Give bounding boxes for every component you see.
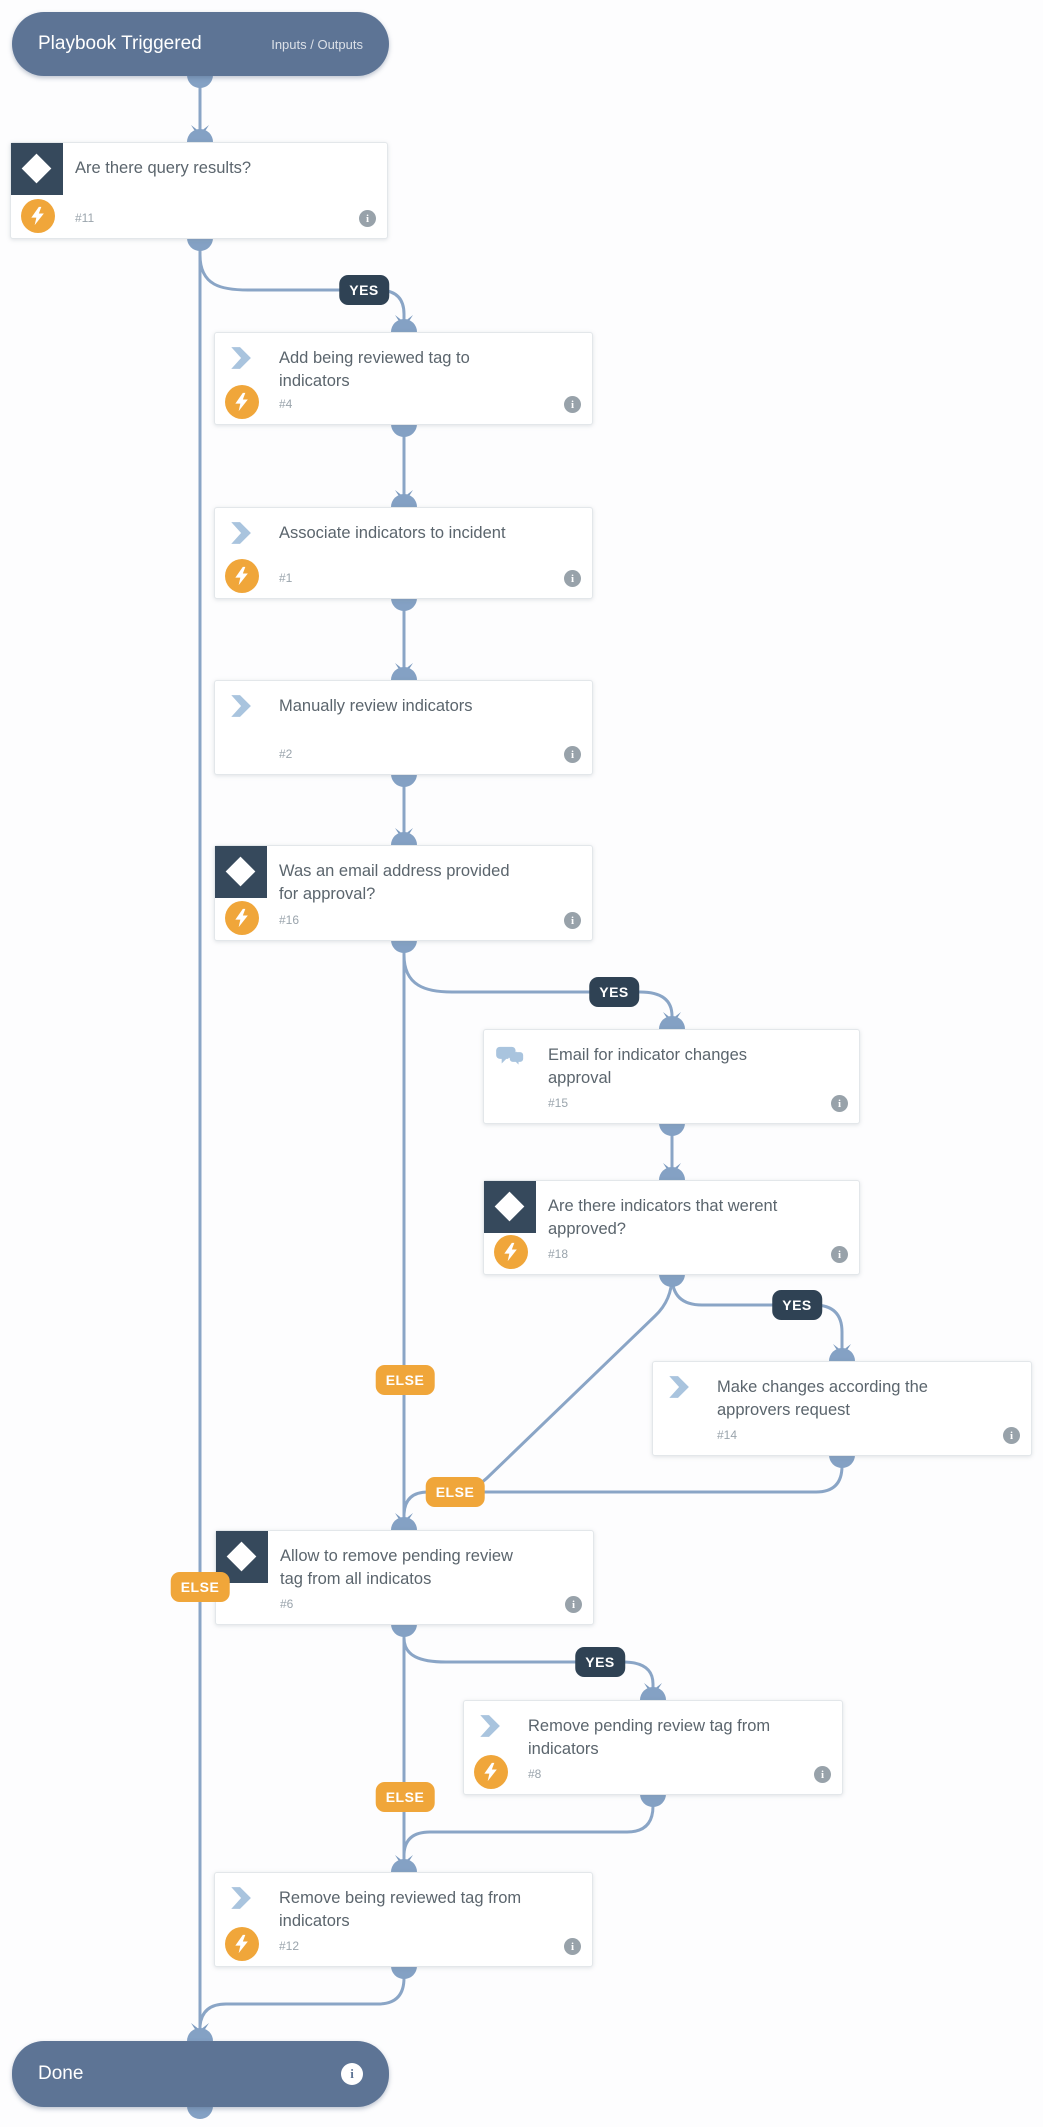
info-icon[interactable] [831,1246,848,1263]
task-chevron-icon [231,1887,251,1909]
task-number: #18 [548,1247,569,1261]
task-chevron-icon [231,522,251,544]
info-icon[interactable] [564,746,581,763]
inputs-outputs-link[interactable]: Inputs / Outputs [271,36,363,52]
task-number: #15 [548,1096,569,1110]
task-number: #1 [279,571,293,585]
start-node-title: Playbook Triggered [38,33,202,54]
chat-bubbles-icon [496,1046,524,1068]
automation-bolt-icon [494,1235,528,1269]
communication-node-15[interactable]: Email for indicator changes approval #15 [483,1029,860,1124]
task-title: Email for indicator changes approval [548,1046,748,1088]
task-node-1[interactable]: Associate indicators to incident #1 [214,507,593,599]
task-title: Are there indicators that werent approve… [548,1197,778,1239]
task-title: Remove pending review tag from indicator… [528,1717,771,1759]
task-number: #8 [528,1767,542,1781]
task-number: #12 [279,1939,300,1953]
yes-branch-label: YES [589,977,639,1007]
else-branch-label: ELSE [170,1572,230,1602]
connector-nubs [187,75,855,2119]
task-number: #14 [717,1428,738,1442]
task-chevron-icon [669,1376,689,1398]
info-icon[interactable] [564,1938,581,1955]
info-icon[interactable] [1003,1427,1020,1444]
info-icon[interactable]: i [341,2063,363,2085]
else-branch-label: ELSE [375,1365,435,1395]
task-title: Manually review indicators [279,697,473,715]
task-title: Remove being reviewed tag from indicator… [279,1889,522,1931]
info-icon[interactable] [564,396,581,413]
condition-node-11[interactable]: Are there query results? #11 [10,142,388,239]
info-icon[interactable] [359,210,376,227]
condition-icon [11,143,63,195]
condition-node-6[interactable]: Allow to remove pending review tag from … [215,1530,594,1625]
info-icon[interactable] [565,1596,582,1613]
task-node-8[interactable]: Remove pending review tag from indicator… [463,1700,843,1795]
task-node-2[interactable]: Manually review indicators #2 [214,680,593,775]
task-number: #6 [280,1597,294,1611]
automation-bolt-icon [225,385,259,419]
task-number: #4 [279,397,293,411]
task-chevron-icon [231,347,251,369]
task-number: #2 [279,747,293,761]
condition-icon [484,1181,536,1233]
info-icon[interactable] [564,570,581,587]
task-title: Add being reviewed tag to indicators [279,349,470,391]
condition-node-18[interactable]: Are there indicators that werent approve… [483,1180,860,1275]
automation-bolt-icon [474,1755,508,1789]
task-chevron-icon [231,695,251,717]
yes-branch-label: YES [339,275,389,305]
automation-bolt-icon [225,901,259,935]
task-chevron-icon [480,1715,500,1737]
info-icon[interactable] [564,912,581,929]
condition-node-16[interactable]: Was an email address provided for approv… [214,845,593,941]
task-node-4[interactable]: Add being reviewed tag to indicators #4 [214,332,593,425]
else-branch-label: ELSE [425,1477,485,1507]
done-node-title: Done [38,2063,84,2084]
info-icon[interactable] [831,1095,848,1112]
task-number: #11 [75,211,95,225]
playbook-triggered-node[interactable]: Playbook Triggered Inputs / Outputs [12,12,389,76]
yes-branch-label: YES [575,1647,625,1677]
task-title: Make changes according the approvers req… [717,1378,928,1420]
task-number: #16 [279,913,300,927]
automation-bolt-icon [21,199,55,233]
else-branch-label: ELSE [375,1782,435,1812]
task-title: Was an email address provided for approv… [279,862,510,904]
task-title: Are there query results? [75,159,252,177]
info-icon[interactable] [814,1766,831,1783]
done-node[interactable]: Done i [12,2041,389,2107]
task-title: Associate indicators to incident [279,524,506,542]
task-title: Allow to remove pending review tag from … [280,1547,513,1589]
automation-bolt-icon [225,559,259,593]
yes-branch-label: YES [772,1290,822,1320]
automation-bolt-icon [225,1927,259,1961]
task-node-14[interactable]: Make changes according the approvers req… [652,1361,1032,1456]
task-node-12[interactable]: Remove being reviewed tag from indicator… [214,1872,593,1967]
condition-icon [215,846,267,898]
